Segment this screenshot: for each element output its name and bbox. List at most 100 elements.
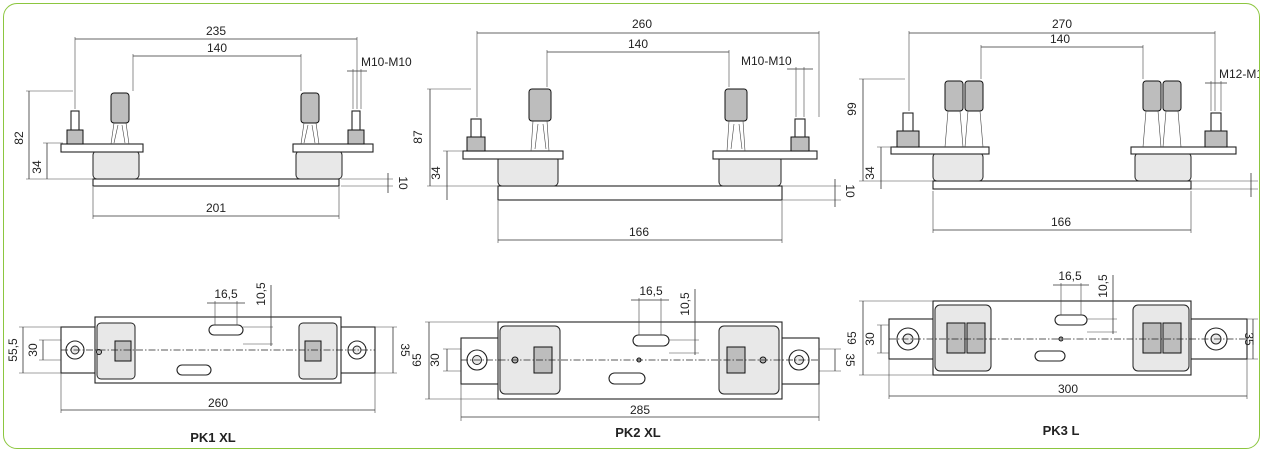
label-30: 30 <box>428 353 442 367</box>
label-260: 260 <box>208 396 228 410</box>
plate-right <box>712 150 818 160</box>
holder-body-right <box>1134 152 1192 182</box>
contact-right-b <box>1162 80 1182 112</box>
label-30: 30 <box>26 343 40 357</box>
label-34: 34 <box>429 166 443 180</box>
slot-top <box>1054 314 1088 326</box>
base-bar <box>932 180 1192 190</box>
label-140: 140 <box>628 37 648 51</box>
label-166: 166 <box>629 225 649 239</box>
label-16-5: 16,5 <box>1058 269 1082 283</box>
caption-pk3-l: PK3 L <box>1043 423 1080 438</box>
label-201: 201 <box>206 201 226 215</box>
label-10: 10 <box>1256 180 1260 194</box>
technical-drawing: 235 140 M10-M10 82 34 10 201 <box>6 17 1260 445</box>
label-16-5: 16,5 <box>214 287 238 301</box>
label-30: 30 <box>863 332 877 346</box>
caption-pk2-xl: PK2 XL <box>615 425 661 440</box>
holder-body-left <box>92 150 140 180</box>
label-34: 34 <box>863 166 877 180</box>
label-thread: M10-M10 <box>361 55 412 69</box>
contact-right <box>300 92 320 124</box>
clip-right-a <box>1142 322 1162 354</box>
holder-body-left <box>497 155 559 187</box>
contact-left-a <box>944 80 964 112</box>
label-65: 65 <box>410 353 424 367</box>
top-view-pk1: 16,5 10,5 55,5 30 35 260 <box>6 282 412 413</box>
label-thread: M12-M12 <box>1219 67 1260 81</box>
label-82: 82 <box>12 131 26 145</box>
label-235: 235 <box>206 24 226 38</box>
clip-right <box>300 122 320 145</box>
label-10-5: 10,5 <box>1096 274 1110 298</box>
slot-top <box>632 334 670 347</box>
nut-right <box>1204 130 1228 148</box>
drawing-frame: 235 140 M10-M10 82 34 10 201 <box>3 3 1260 449</box>
holder-body-right <box>295 150 343 180</box>
clip-left <box>944 110 984 148</box>
contact-right <box>724 88 748 122</box>
label-260: 260 <box>632 17 652 31</box>
nut-left <box>896 130 920 148</box>
slot-bottom <box>176 364 212 376</box>
label-10-5: 10,5 <box>678 292 692 316</box>
holder-body-right <box>718 155 782 187</box>
panel-pk3-l: 270 140 M12-M12 99 34 10 166 <box>845 17 1260 438</box>
clip-left-a <box>946 322 966 354</box>
plate-left <box>60 143 144 153</box>
label-35: 35 <box>843 353 857 367</box>
bolt-right <box>1210 112 1222 132</box>
bolt-right <box>351 110 361 131</box>
label-10-5: 10,5 <box>254 282 268 306</box>
label-300: 300 <box>1058 382 1078 396</box>
label-55-5: 55,5 <box>6 338 20 362</box>
clip-left-b <box>966 322 986 354</box>
contact-left <box>528 88 552 122</box>
label-270: 270 <box>1052 17 1072 31</box>
side-view-pk2: 260 140 M10-M10 87 34 10 166 <box>411 17 857 243</box>
label-35: 35 <box>1242 332 1256 346</box>
bolt-left <box>470 118 482 138</box>
nut-right <box>790 136 810 152</box>
caption-pk1-xl: PK1 XL <box>190 430 236 445</box>
label-140: 140 <box>1050 32 1070 46</box>
clip-left <box>110 122 130 145</box>
nut-left <box>466 136 486 152</box>
label-thread: M10-M10 <box>741 54 792 68</box>
plate-right <box>1130 146 1237 155</box>
base-bar <box>497 185 783 201</box>
clip-left <box>114 340 132 362</box>
label-34: 34 <box>30 160 44 174</box>
bolt-right <box>794 118 806 138</box>
contact-left-b <box>964 80 984 112</box>
label-166: 166 <box>1051 215 1071 229</box>
nut-left <box>66 129 84 145</box>
plate-left <box>890 146 990 155</box>
plate-left <box>462 150 564 160</box>
label-285: 285 <box>630 403 650 417</box>
clip-right <box>1142 110 1182 148</box>
label-65: 65 <box>845 331 859 345</box>
label-99: 99 <box>845 102 859 116</box>
slot-bottom <box>608 372 646 385</box>
plate-right <box>292 143 374 153</box>
label-16-5: 16,5 <box>639 284 663 298</box>
bolt-left <box>70 110 80 131</box>
bolt-left <box>902 112 914 132</box>
slot-bottom <box>1034 350 1066 362</box>
top-view-pk3: 16,5 10,5 65 30 35 300 <box>845 269 1258 399</box>
contact-left <box>110 92 130 124</box>
clip-right-b <box>1162 322 1182 354</box>
label-140: 140 <box>207 41 227 55</box>
label-10: 10 <box>843 184 857 198</box>
base-bar <box>92 178 340 187</box>
clip-right <box>726 120 746 152</box>
side-view-pk3: 270 140 M12-M12 99 34 10 166 <box>845 17 1260 233</box>
nut-right <box>347 129 365 145</box>
label-87: 87 <box>411 130 425 144</box>
holder-body-left <box>932 152 984 182</box>
panel-pk1-xl: 235 140 M10-M10 82 34 10 201 <box>6 24 412 445</box>
label-10: 10 <box>396 176 410 190</box>
top-view-pk2: 16,5 10,5 65 30 35 285 <box>410 284 857 421</box>
panel-pk2-xl: 260 140 M10-M10 87 34 10 166 <box>410 17 857 440</box>
